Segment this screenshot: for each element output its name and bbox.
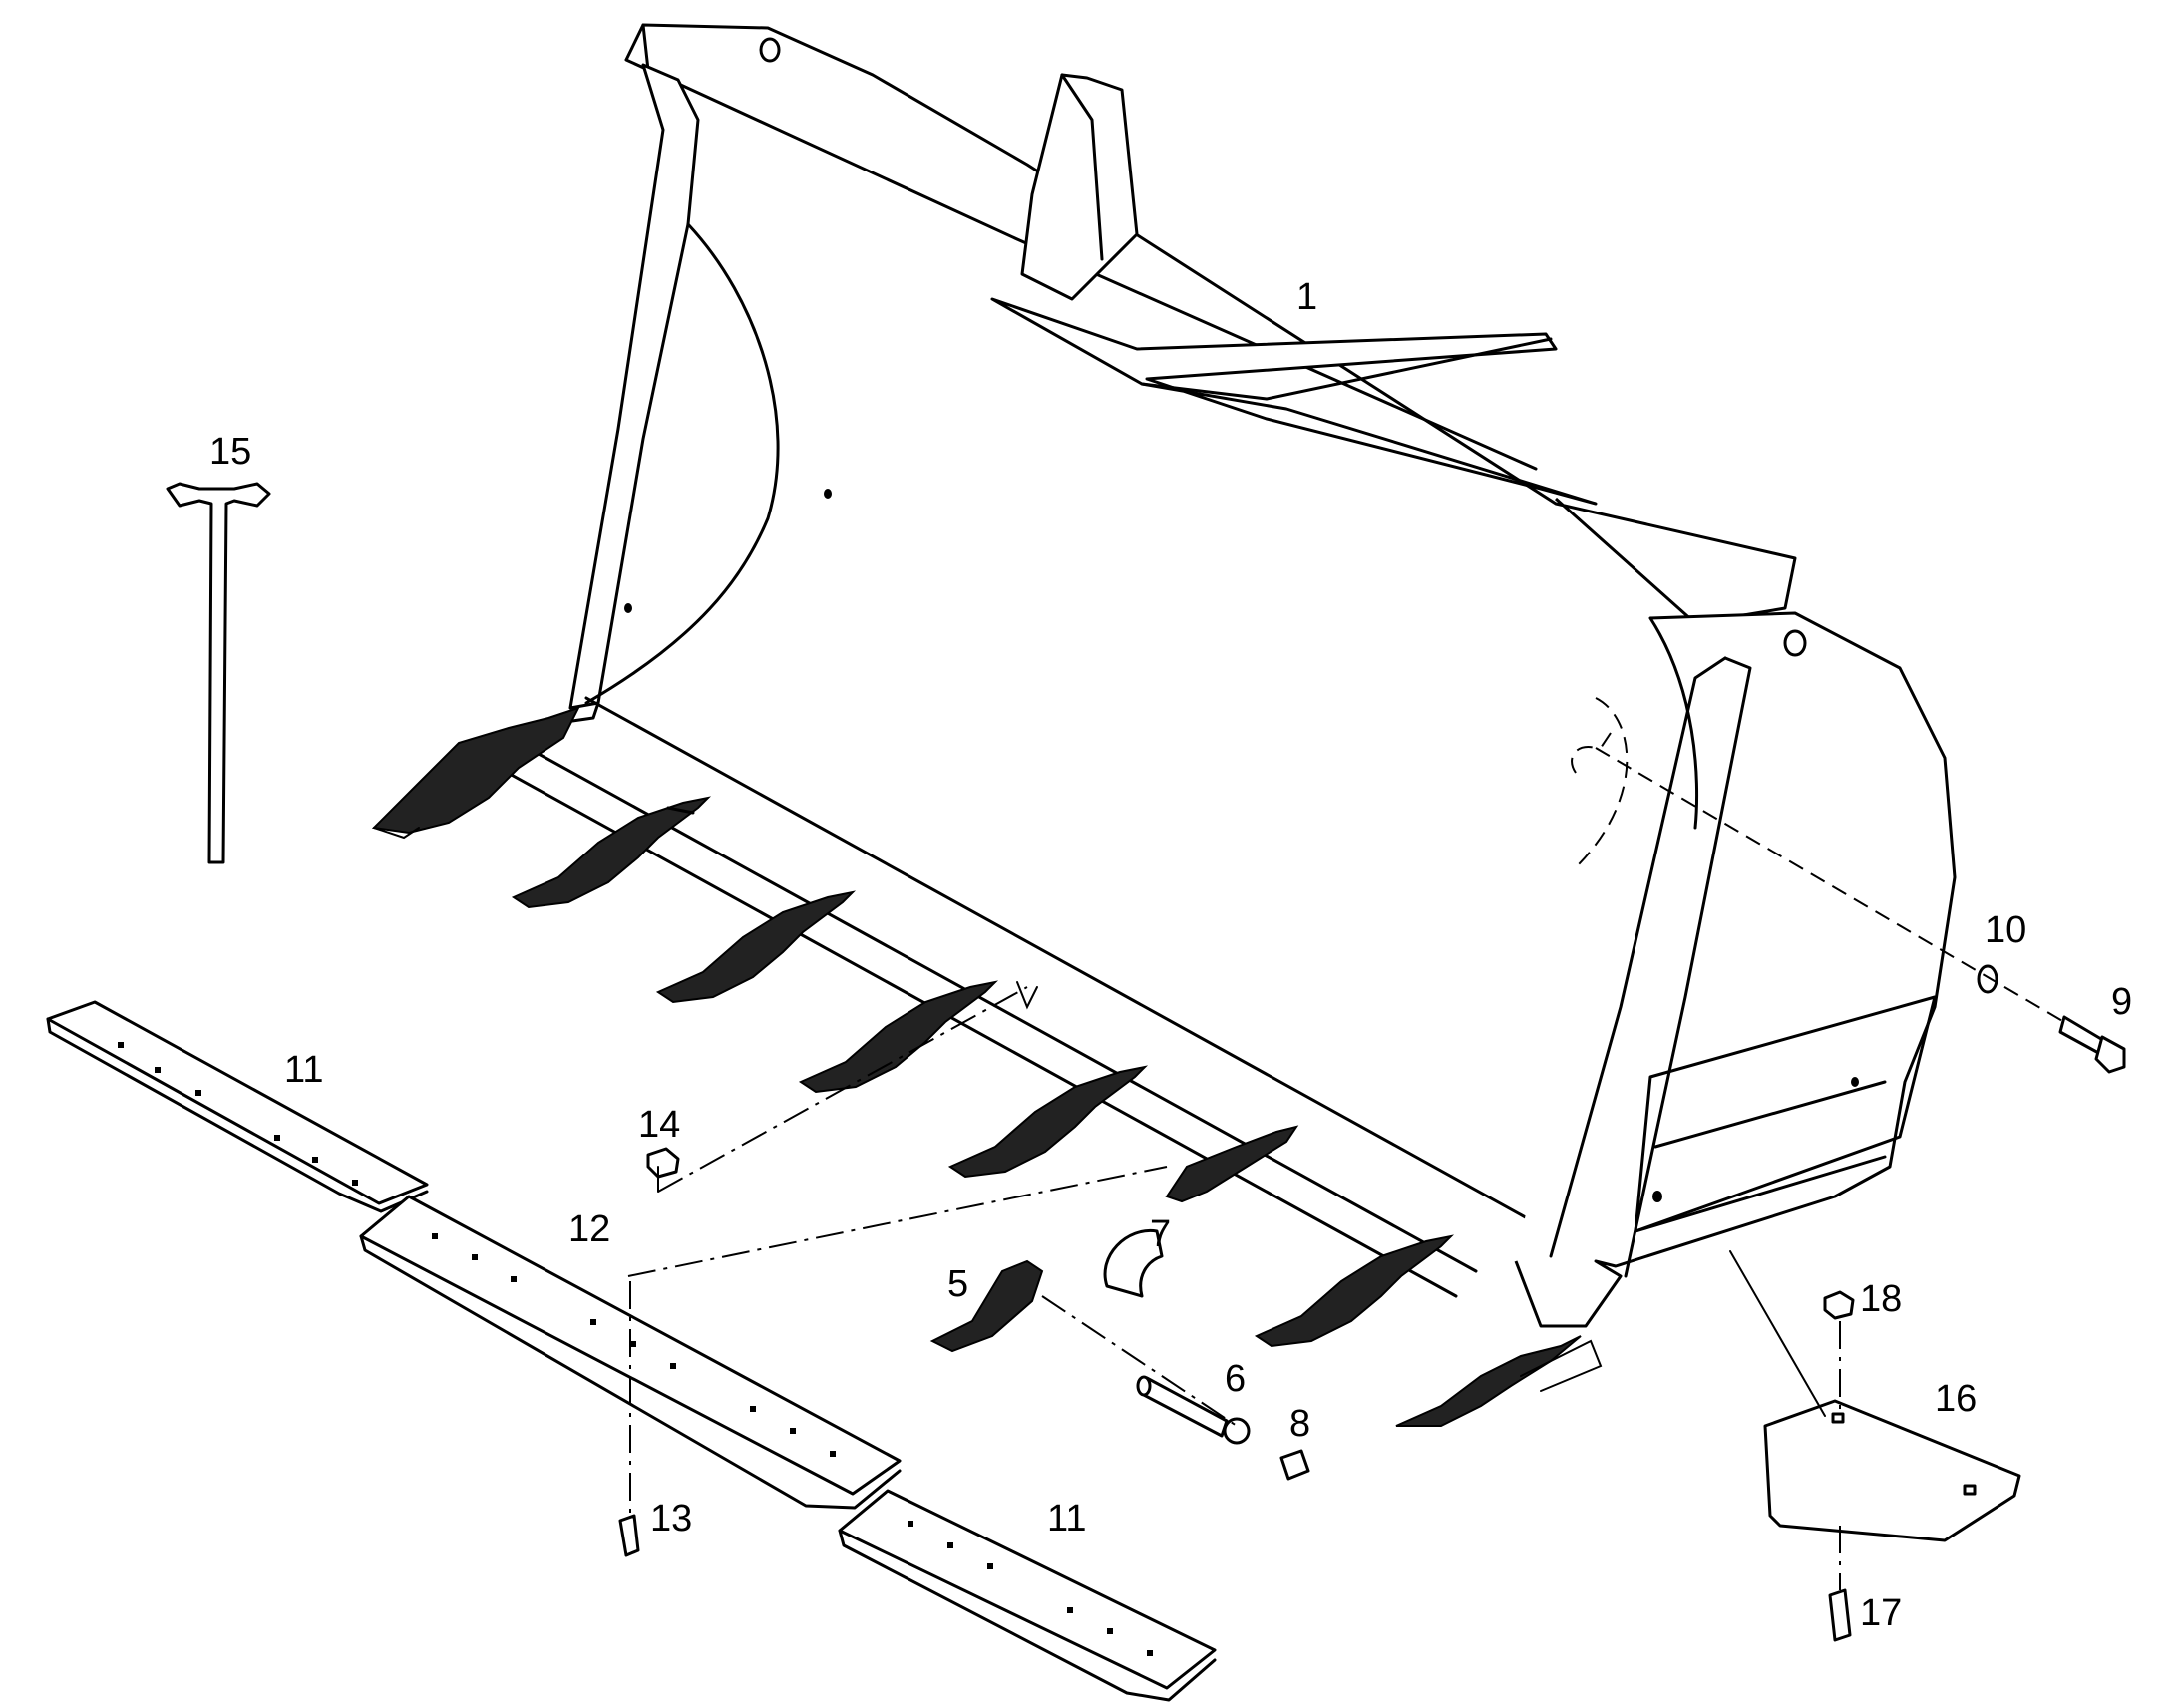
callout-17: 17 — [1860, 1592, 1902, 1634]
edge-bolt-holes — [118, 1042, 1153, 1656]
tooth-adapter — [1165, 1125, 1299, 1203]
leader-lines — [627, 747, 2065, 1590]
part-18-nut — [1823, 1290, 1855, 1320]
part-8-cap — [1279, 1449, 1310, 1481]
callout-10: 10 — [1985, 909, 2026, 951]
callout-7: 7 — [1150, 1213, 1171, 1255]
tooth-4 — [798, 980, 999, 1094]
callout-11-upper: 11 — [284, 1049, 323, 1091]
part-10-washer — [1977, 964, 1998, 994]
callout-18: 18 — [1860, 1278, 1902, 1320]
tooth-corner-left — [371, 706, 580, 840]
tooth-2 — [511, 796, 712, 909]
part-7-retainer — [1103, 1228, 1164, 1298]
callout-13: 13 — [650, 1498, 692, 1539]
part-17-bolt — [1828, 1588, 1852, 1642]
callout-labels: 1 5 6 7 8 9 10 11 11 12 13 14 15 16 17 1… — [209, 276, 2132, 1634]
part-16-wear-plate — [1763, 1399, 2021, 1542]
callout-15: 15 — [209, 431, 251, 473]
callout-1: 1 — [1296, 276, 1317, 318]
callout-16: 16 — [1935, 1378, 1977, 1420]
tooth-3 — [655, 890, 857, 1004]
tooth-corner-right — [1395, 1335, 1603, 1427]
callout-9: 9 — [2111, 981, 2132, 1023]
part-6-pin — [1136, 1375, 1251, 1445]
tooth-7 — [1254, 1234, 1455, 1348]
callout-12: 12 — [568, 1208, 610, 1250]
callout-6: 6 — [1225, 1358, 1246, 1400]
tooth-5 — [947, 1065, 1149, 1179]
callout-11-lower: 11 — [1047, 1498, 1086, 1539]
part-11-edge-left — [46, 1000, 429, 1213]
bucket-teeth — [371, 706, 1603, 1427]
callout-14: 14 — [638, 1104, 680, 1146]
part-9-bolt — [2058, 1015, 2126, 1074]
part-11-edge-right — [838, 1489, 1217, 1702]
callout-8: 8 — [1289, 1403, 1310, 1445]
part-15-t-wrench — [166, 482, 271, 864]
part-5-tooth — [929, 1259, 1044, 1353]
callout-5: 5 — [947, 1263, 968, 1305]
bucket-body — [497, 23, 1957, 1328]
part-13-bolt — [618, 1514, 640, 1557]
part-14-nut — [646, 1147, 680, 1179]
